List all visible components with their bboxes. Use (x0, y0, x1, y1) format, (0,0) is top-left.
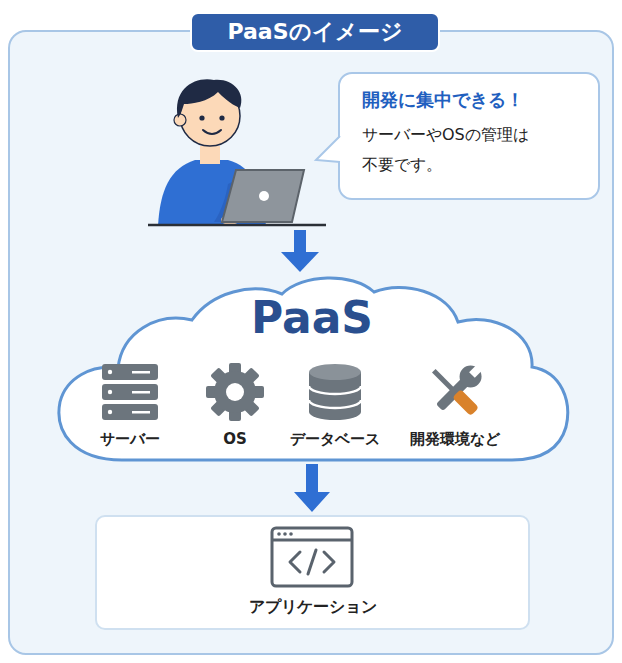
icon-label: サーバー (60, 430, 200, 449)
icon-label: 開発環境など (385, 430, 525, 449)
bubble-tail-fill (316, 136, 341, 162)
icon-label: データベース (265, 430, 405, 449)
person-hair (177, 79, 241, 118)
laptop-logo (259, 191, 269, 201)
speech-bubble: 開発に集中できる！ サーバーやOSの管理は 不要です。 (338, 72, 600, 200)
app-label: アプリケーション (97, 597, 528, 618)
app-box: アプリケーション (95, 515, 530, 630)
person-smile (203, 130, 221, 134)
laptop (222, 170, 304, 222)
arrow-head (281, 252, 319, 272)
arrow-shaft (294, 230, 306, 252)
title-tab: PaaSのイメージ (190, 12, 440, 52)
title-text: PaaSのイメージ (227, 17, 402, 47)
person-ear (174, 114, 186, 126)
cloud-title: PaaS (52, 292, 572, 343)
flow-arrow (294, 464, 330, 512)
callout-heading: 開発に集中できる！ (362, 88, 587, 112)
person-eye (199, 115, 204, 120)
desk-line (148, 224, 326, 227)
person-eye (219, 115, 224, 120)
callout-body: サーバーやOSの管理は 不要です。 (362, 120, 577, 180)
icon-label: OS (165, 430, 305, 448)
bubble-tail-outline (316, 136, 340, 162)
person-neck (200, 146, 220, 164)
